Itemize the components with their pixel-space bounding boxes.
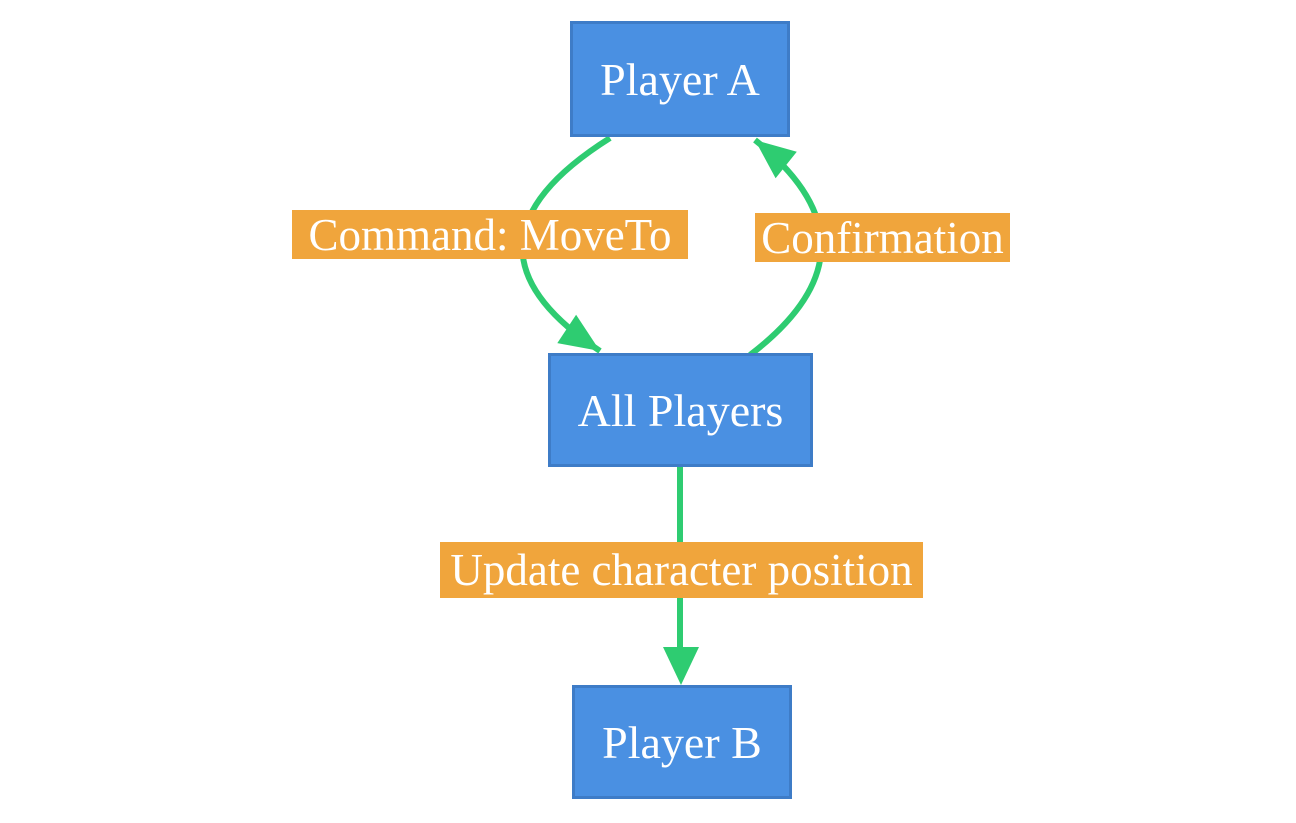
- edge-label-confirmation-text: Confirmation: [761, 212, 1004, 263]
- edge-confirmation-arrowhead: [755, 140, 797, 179]
- edge-label-confirmation: Confirmation: [755, 212, 1010, 263]
- node-all-players-label: All Players: [577, 384, 784, 436]
- edge-update-arrowhead: [663, 647, 699, 685]
- edge-label-command-moveto-text: Command: MoveTo: [308, 209, 672, 260]
- node-player-a: Player A: [570, 21, 790, 137]
- edge-label-update-position-text: Update character position: [450, 545, 913, 595]
- edge-label-command-moveto: Command: MoveTo: [292, 209, 688, 260]
- node-player-b: Player B: [572, 685, 792, 799]
- edge-label-update-position: Update character position: [440, 542, 923, 598]
- edge-command-arrowhead: [557, 314, 600, 351]
- node-player-a-label: Player A: [600, 53, 760, 105]
- node-player-b-label: Player B: [602, 716, 762, 768]
- node-all-players: All Players: [548, 353, 813, 467]
